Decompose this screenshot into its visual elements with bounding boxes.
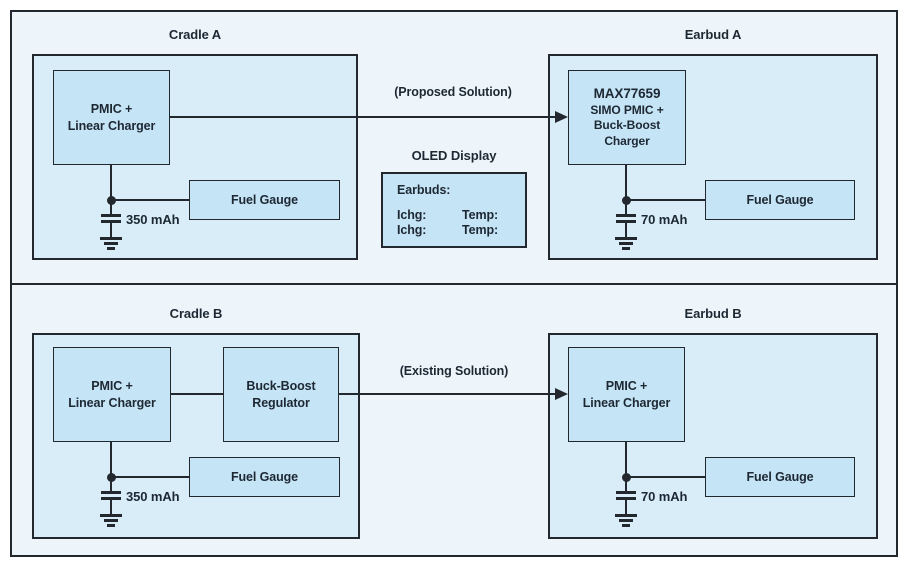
- existing-solution-label: (Existing Solution): [399, 364, 509, 378]
- ground-line: [107, 247, 115, 250]
- earbud-b-junction-dot: [622, 473, 631, 482]
- proposed-solution-label: (Proposed Solution): [394, 85, 512, 99]
- earbud-a-junction-dot: [622, 196, 631, 205]
- ground-line: [100, 237, 122, 240]
- pmic-to-regulator-wire: [171, 393, 223, 395]
- battery-plate: [101, 491, 121, 494]
- battery-stem: [625, 500, 627, 514]
- battery-plate: [616, 491, 636, 494]
- oled-temp-label-1: Temp:: [462, 208, 499, 222]
- cradle-a-fuel-gauge-block: Fuel Gauge: [189, 180, 340, 220]
- oled-temp-label-2: Temp:: [462, 223, 499, 237]
- cradle-a-title: Cradle A: [168, 27, 222, 42]
- oled-display-box: [381, 172, 527, 248]
- oled-ichg-label-1: Ichg:: [397, 208, 427, 222]
- cradle-b-battery-wire: [110, 442, 112, 492]
- cradle-a-pmic-block: PMIC + Linear Charger: [53, 70, 170, 165]
- battery-plate: [101, 220, 121, 223]
- earbud-b-battery-capacity-label: 70 mAh: [641, 489, 688, 504]
- max77659-description: SIMO PMIC + Buck-Boost Charger: [590, 102, 664, 148]
- earbud-a-battery-wire: [625, 165, 627, 215]
- earbud-b-battery-symbol: [615, 491, 637, 528]
- earbud-a-fuel-gauge-wire: [625, 199, 705, 201]
- cradle-b-battery-symbol: [100, 491, 122, 528]
- cradle-a-battery-symbol: [100, 214, 122, 251]
- cradle-b-fuel-gauge-block: Fuel Gauge: [189, 457, 340, 497]
- earbud-b-fuel-gauge-block: Fuel Gauge: [705, 457, 855, 497]
- cradle-a-junction-dot: [107, 196, 116, 205]
- earbud-b-title: Earbud B: [684, 306, 742, 321]
- existing-solution-wire: [339, 393, 556, 395]
- ground-line: [104, 242, 118, 245]
- battery-stem: [625, 223, 627, 237]
- battery-stem: [110, 500, 112, 514]
- ground-line: [619, 242, 633, 245]
- battery-stem: [110, 223, 112, 237]
- battery-plate: [616, 220, 636, 223]
- earbud-b-battery-wire: [625, 442, 627, 492]
- battery-plate: [616, 214, 636, 217]
- earbud-a-battery-capacity-label: 70 mAh: [641, 212, 688, 227]
- earbud-a-battery-symbol: [615, 214, 637, 251]
- cradle-a-fuel-gauge-wire: [110, 199, 189, 201]
- ground-line: [615, 237, 637, 240]
- earbud-a-fuel-gauge-block: Fuel Gauge: [705, 180, 855, 220]
- earbud-a-title: Earbud A: [684, 27, 742, 42]
- cradle-b-fuel-gauge-wire: [110, 476, 189, 478]
- cradle-b-buck-boost-block: Buck-Boost Regulator: [223, 347, 339, 442]
- oled-ichg-label-2: Ichg:: [397, 223, 427, 237]
- earbud-b-fuel-gauge-wire: [625, 476, 705, 478]
- ground-line: [615, 514, 637, 517]
- battery-plate: [101, 214, 121, 217]
- max77659-part-number: MAX77659: [593, 85, 661, 101]
- battery-plate: [616, 497, 636, 500]
- ground-line: [107, 524, 115, 527]
- cradle-a-battery-capacity-label: 350 mAh: [126, 212, 180, 227]
- ground-line: [104, 519, 118, 522]
- cradle-b-title: Cradle B: [169, 306, 223, 321]
- ground-line: [622, 524, 630, 527]
- proposed-solution-wire: [170, 116, 556, 118]
- proposed-solution-arrowhead-icon: [555, 111, 568, 123]
- battery-plate: [101, 497, 121, 500]
- cradle-b-pmic-block: PMIC + Linear Charger: [53, 347, 171, 442]
- existing-solution-arrowhead-icon: [555, 388, 568, 400]
- cradle-b-battery-capacity-label: 350 mAh: [126, 489, 180, 504]
- oled-display-title: OLED Display: [411, 148, 497, 163]
- ground-line: [619, 519, 633, 522]
- cradle-b-junction-dot: [107, 473, 116, 482]
- cradle-a-battery-wire: [110, 165, 112, 215]
- earbud-b-pmic-block: PMIC + Linear Charger: [568, 347, 685, 442]
- oled-earbuds-label: Earbuds:: [397, 183, 451, 197]
- ground-line: [622, 247, 630, 250]
- earbud-a-max77659-block: MAX77659 SIMO PMIC + Buck-Boost Charger: [568, 70, 686, 165]
- section-divider: [10, 283, 898, 285]
- ground-line: [100, 514, 122, 517]
